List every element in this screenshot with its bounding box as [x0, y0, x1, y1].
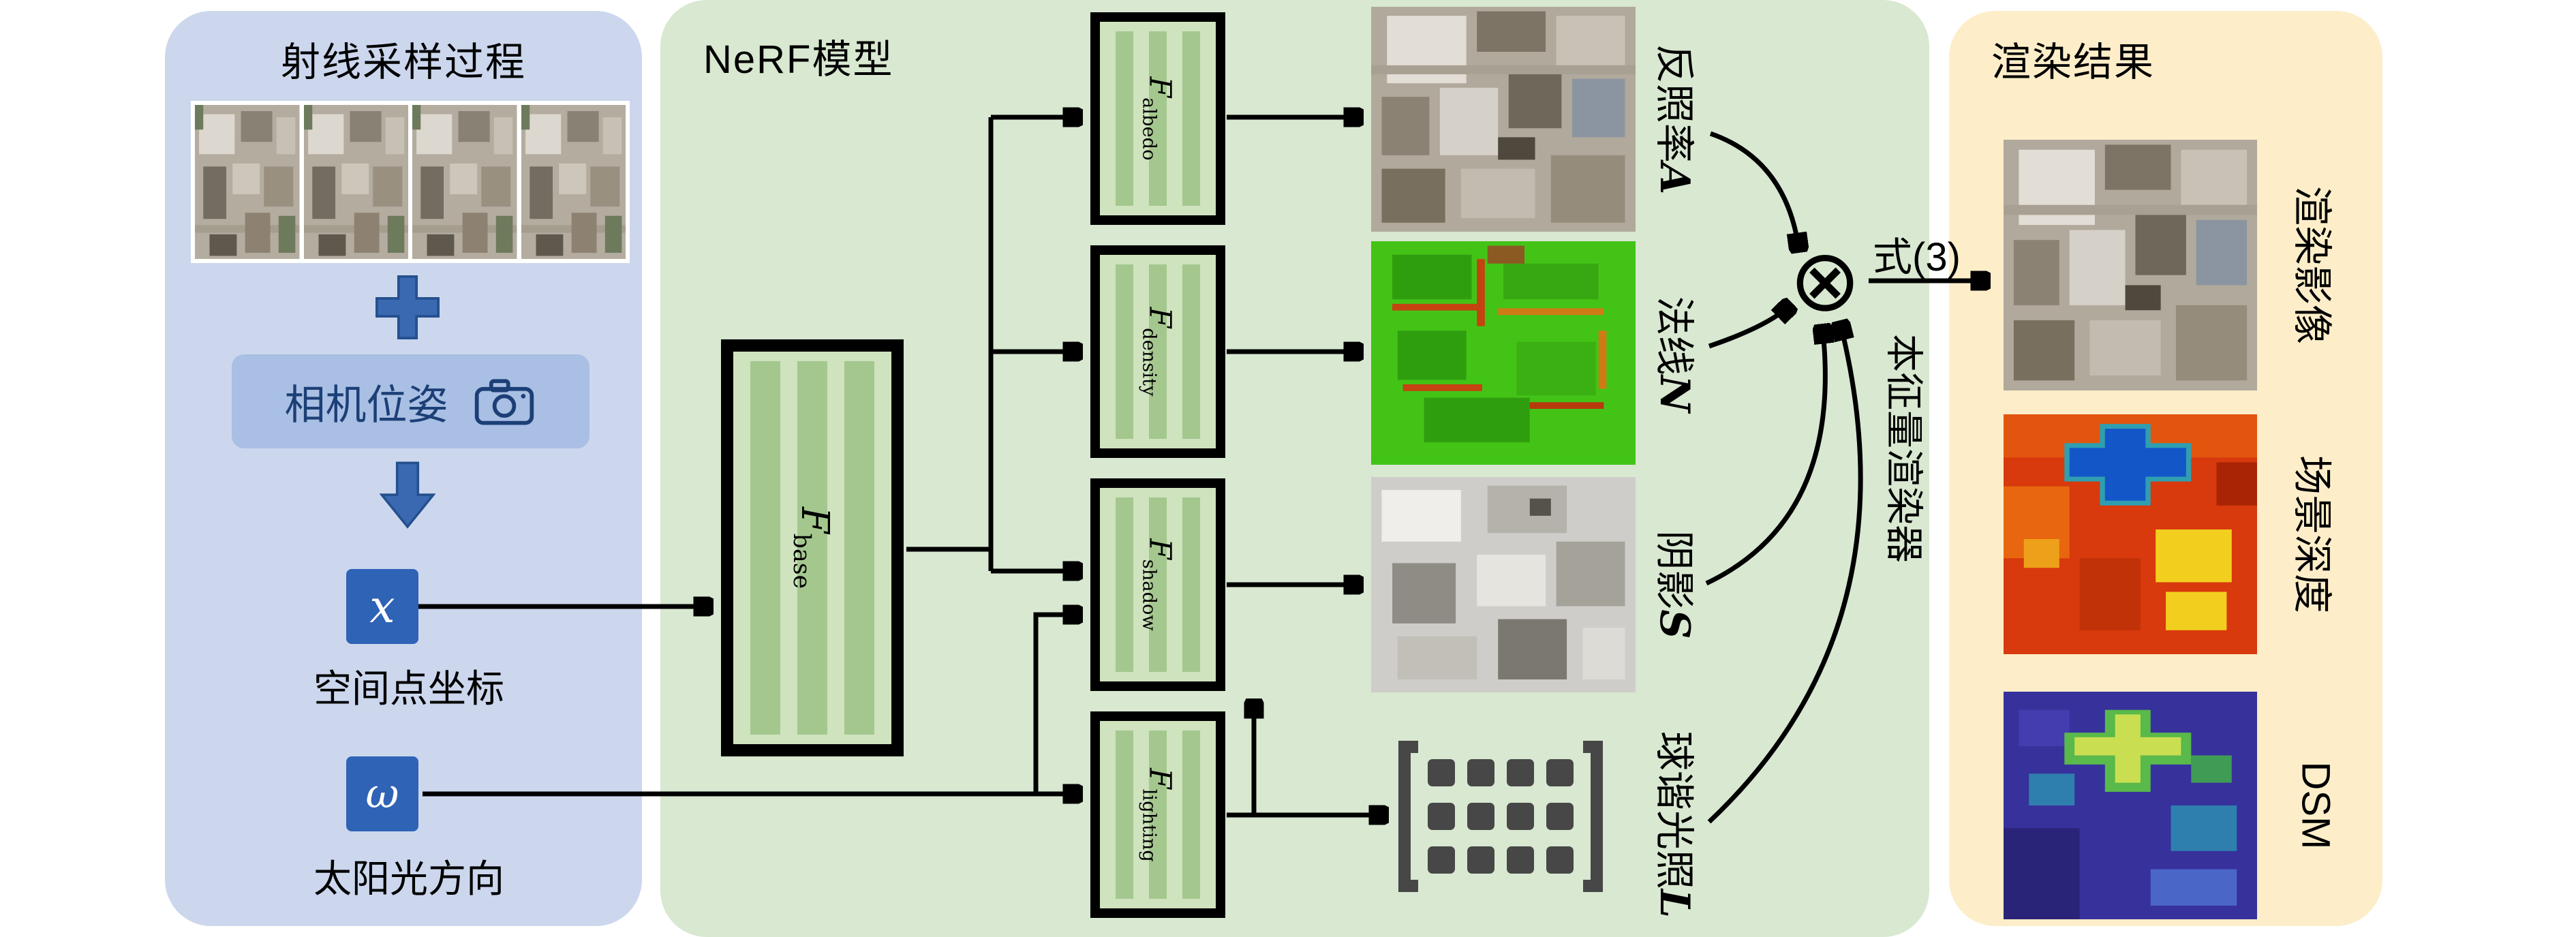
dsm-label: DSM — [2293, 761, 2338, 850]
depth-map-image — [2004, 414, 2257, 654]
satellite-thumb — [304, 105, 409, 259]
x-coordinate-box: x — [346, 569, 418, 644]
f-density-label: Fdensity — [1138, 307, 1178, 397]
camera-icon — [474, 379, 534, 425]
omega-symbol: ω — [365, 770, 399, 818]
albedo-map-image — [1371, 7, 1636, 232]
lighting-output-label: 球谐光照L — [1651, 731, 1698, 919]
rendered-image — [2004, 140, 2257, 390]
f-shadow-label: Fshadow — [1138, 538, 1178, 631]
mlp-stripes — [1100, 255, 1216, 448]
rendered-image-label: 渲染影像 — [2290, 185, 2334, 345]
ray-sampling-title: 射线采样过程 — [280, 40, 526, 85]
nerf-model-title: NeRF模型 — [703, 37, 894, 82]
camera-pose-label: 相机位姿 — [284, 382, 448, 428]
satellite-thumb — [521, 105, 626, 259]
sun-direction-caption: 太阳光方向 — [313, 857, 504, 900]
f-base-label: Fbase — [787, 506, 838, 589]
shadow-output-label: 阴影S — [1651, 530, 1698, 639]
sun-direction-box: ω — [346, 756, 418, 831]
x-coordinate-caption: 空间点坐标 — [313, 667, 504, 710]
scene-depth-label: 场景深度 — [2290, 455, 2334, 614]
down-arrow-icon — [377, 461, 438, 530]
f-base-network: Fbase — [721, 339, 904, 756]
input-satellite-images — [191, 101, 630, 263]
satellite-thumb — [412, 105, 517, 259]
normal-map-image — [1371, 241, 1636, 465]
otimes-operator: ⊗ — [1789, 230, 1861, 331]
satellite-thumb — [195, 105, 300, 259]
equation-ref: 式(3) — [1873, 235, 1961, 279]
normal-output-label: 法线N — [1651, 296, 1698, 413]
plus-icon — [375, 275, 440, 339]
render-results-title: 渲染结果 — [1991, 40, 2156, 85]
mlp-stripes — [1100, 22, 1216, 215]
mlp-stripes — [733, 352, 891, 744]
dsm-image — [2004, 692, 2257, 919]
f-albedo-network: Falbedo — [1090, 12, 1225, 225]
f-shadow-network: Fshadow — [1090, 478, 1225, 691]
shadow-map-image — [1371, 477, 1636, 692]
camera-pose-box: 相机位姿 — [232, 354, 589, 448]
f-lighting-label: Flighting — [1138, 767, 1178, 862]
right-bracket — [1583, 741, 1603, 892]
spherical-harmonics-icon — [1398, 735, 1603, 898]
intrinsic-renderer-label: 本征量渲染器 — [1882, 334, 1926, 563]
f-density-network: Fdensity — [1090, 245, 1225, 458]
f-lighting-network: Flighting — [1090, 711, 1225, 918]
x-symbol: x — [369, 580, 395, 633]
mlp-stripes — [1100, 488, 1216, 681]
albedo-output-label: 反照率A — [1651, 44, 1698, 195]
sh-coefficients-grid — [1428, 759, 1574, 874]
mlp-stripes — [1100, 721, 1216, 908]
left-bracket — [1398, 741, 1418, 892]
f-albedo-label: Falbedo — [1138, 76, 1178, 161]
